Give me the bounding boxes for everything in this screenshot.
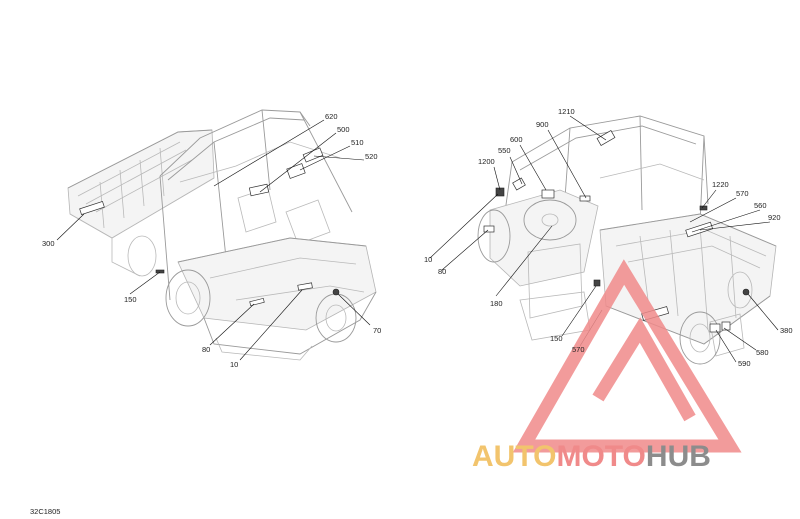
callout-580: 580 <box>756 348 769 357</box>
watermark-logo: AUTOMOTOHUB <box>472 259 742 473</box>
callout-70: 70 <box>373 326 381 335</box>
callout-900: 900 <box>536 120 549 129</box>
callout-300: 300 <box>42 239 55 248</box>
callout-520: 520 <box>365 152 378 161</box>
svg-text:AUTOMOTOHUB: AUTOMOTOHUB <box>472 440 711 473</box>
watermark-triangle <box>512 259 742 453</box>
watermark-text-moto: MOTO <box>556 440 645 473</box>
callout-620: 620 <box>325 112 338 121</box>
callout-590: 590 <box>738 359 751 368</box>
callout-550: 550 <box>498 146 511 155</box>
callout-80-left: 80 <box>202 345 210 354</box>
callout-570-lower: 570 <box>572 345 585 354</box>
callout-1200: 1200 <box>478 157 495 166</box>
callout-920: 920 <box>768 213 781 222</box>
callout-570-upper: 570 <box>736 189 749 198</box>
watermark-inner-mark <box>592 317 696 422</box>
leader-lines-left <box>56 119 371 361</box>
watermark-text-auto: AUTO <box>472 440 556 473</box>
callout-150-left: 150 <box>124 295 137 304</box>
callout-150-right: 150 <box>550 334 563 343</box>
callout-380: 380 <box>780 326 793 335</box>
figure-code: 32C1805 <box>30 507 60 516</box>
callout-180: 180 <box>490 299 503 308</box>
callout-600: 600 <box>510 135 523 144</box>
callout-1210: 1210 <box>558 107 575 116</box>
callout-80-right: 80 <box>438 267 446 276</box>
vehicle-right-view <box>477 115 777 365</box>
callout-510: 510 <box>351 138 364 147</box>
callout-labels: 620 500 510 520 300 150 80 10 70 1210 90… <box>42 107 793 369</box>
callout-560: 560 <box>754 201 767 210</box>
callout-500: 500 <box>337 125 350 134</box>
callout-10-right: 10 <box>424 255 432 264</box>
callout-1220: 1220 <box>712 180 729 189</box>
callout-10-left: 10 <box>230 360 238 369</box>
vehicle-left-view <box>67 109 377 361</box>
watermark-text-hub: HUB <box>646 440 711 473</box>
